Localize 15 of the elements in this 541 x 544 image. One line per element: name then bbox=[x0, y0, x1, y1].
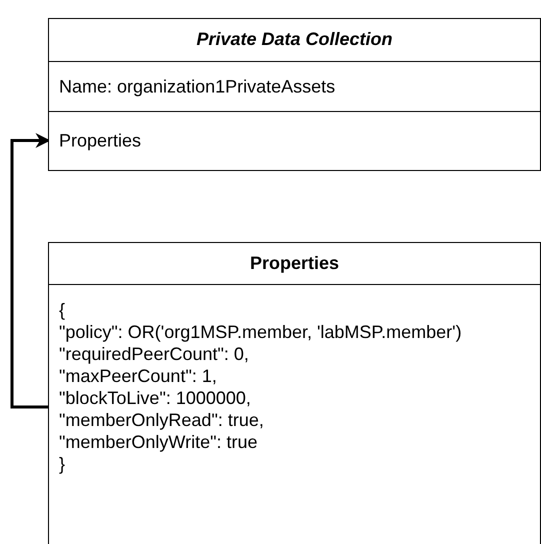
code-line: } bbox=[59, 453, 66, 475]
code-line: "blockToLive": 1000000, bbox=[59, 387, 251, 409]
code-line: "policy": OR('org1MSP.member, 'labMSP.member') bbox=[59, 321, 462, 343]
code-line: { bbox=[59, 299, 66, 321]
class-box bbox=[48, 18, 541, 171]
class-title: Properties bbox=[248, 252, 340, 275]
class-title: Private Data Collection bbox=[195, 28, 394, 51]
row-text: Properties bbox=[59, 130, 142, 152]
arrow bbox=[10, 133, 50, 408]
code-line: "memberOnlyWrite": true bbox=[59, 431, 258, 453]
code-line: "memberOnlyRead": true, bbox=[59, 409, 264, 431]
class-box bbox=[48, 242, 541, 544]
row-text: Name: organization1PrivateAssets bbox=[59, 76, 336, 97]
code-line: "requiredPeerCount": 0, bbox=[59, 343, 249, 365]
code-line: "maxPeerCount": 1, bbox=[59, 365, 217, 387]
